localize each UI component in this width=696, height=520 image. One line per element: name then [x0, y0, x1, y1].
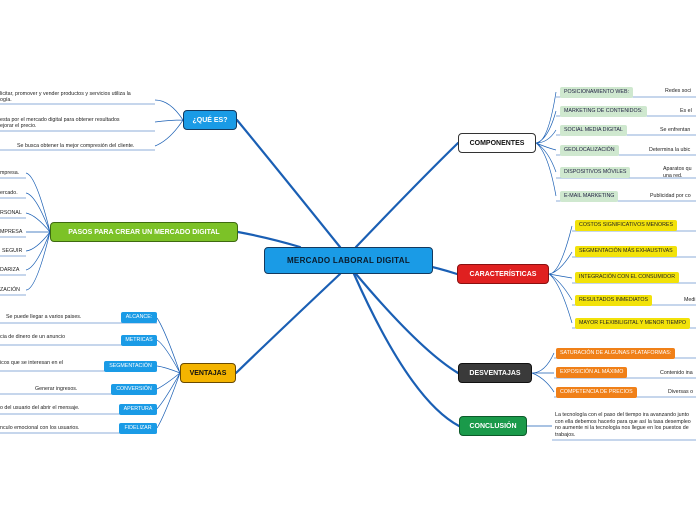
- subtopic-dispositivos-moviles[interactable]: DISPOSITIVOS MÓVILES: [560, 167, 631, 178]
- que-es-text-2: esta por el mercado digital para obtener…: [0, 117, 120, 123]
- topic-ventajas[interactable]: VENTAJAS: [180, 363, 236, 383]
- subtopic-geolocalizacion[interactable]: GEOLOCALIZACIÓN: [560, 145, 619, 156]
- pasos-item-6: DARIZA: [0, 267, 20, 273]
- pasos-item-1: mpresa.: [0, 170, 20, 176]
- subtopic-exposicion[interactable]: EXPOSICIÓN AL MÁXIMO: [556, 367, 628, 378]
- subtopic-email-desc: Publicidad por co: [650, 193, 691, 199]
- subtopic-conversion[interactable]: CONVERSIÓN: [111, 384, 157, 395]
- pasos-item-4: MPRESA: [0, 229, 23, 235]
- que-es-text-1: licitar, promover y vender productos y s…: [0, 91, 131, 97]
- subtopic-marketing-contenidos[interactable]: MARKETING DE CONTENIDOS:: [560, 106, 647, 117]
- subtopic-segmentacion-desc: icos que se interesan en el: [0, 360, 64, 366]
- que-es-text-1b: ogía.: [0, 97, 12, 103]
- subtopic-saturacion[interactable]: SATURACIÓN DE ALGUNAS PLATAFORMAS:: [556, 348, 676, 359]
- subtopic-posicionamiento-web[interactable]: POSICIONAMIENTO WEB:: [560, 87, 633, 98]
- subtopic-metricas[interactable]: METRICAS: [121, 335, 157, 346]
- subtopic-posicionamiento-desc: Redes soci: [665, 88, 692, 94]
- topic-pasos[interactable]: PASOS PARA CREAR UN MERCADO DIGITAL: [50, 222, 238, 242]
- connector-pasos: [236, 230, 302, 249]
- subtopic-exposicion-desc: Contenido ina: [660, 370, 693, 376]
- branch-desventajas: [531, 352, 555, 393]
- subtopic-integracion[interactable]: INTEGRACIÓN CON EL CONSUMIDOR: [575, 272, 680, 283]
- subtopic-competencia[interactable]: COMPETENCIA DE PRECIOS: [556, 387, 637, 398]
- topic-componentes[interactable]: COMPONENTES: [458, 133, 536, 153]
- branch-ventajas: [156, 317, 181, 429]
- subtopic-fidelizar[interactable]: FIDELIZAR: [119, 423, 157, 434]
- central-topic[interactable]: MERCADO LABORAL DIGITAL: [264, 247, 433, 274]
- topic-que-es[interactable]: ¿QUÉ ES?: [183, 110, 237, 130]
- topic-caracteristicas[interactable]: CARACTERÍSTICAS: [457, 264, 549, 284]
- subtopic-social-media-desc: Se enfrentan: [660, 127, 691, 133]
- subtopic-geolocalizacion-desc: Determina la ubic: [649, 147, 691, 153]
- subtopic-dispositivos-desc: Aparatos qu: [663, 166, 692, 172]
- pasos-item-2: ercado.: [0, 190, 18, 196]
- topic-desventajas[interactable]: DESVENTAJAS: [458, 363, 532, 383]
- subtopic-conversion-desc: Generar ingresos.: [35, 386, 78, 392]
- subtopic-resultados[interactable]: RESULTADOS INMEDIATOS: [575, 295, 653, 306]
- subtopic-costos[interactable]: COSTOS SIGNIFICATIVOS MENORES: [575, 220, 677, 231]
- subtopic-email-marketing[interactable]: E-MAIL MARKETING: [560, 191, 619, 202]
- conclusion-text: La tecnología con el paso del tiempo ira…: [555, 412, 691, 438]
- branch-componentes: [535, 91, 557, 197]
- branch-que-es: [154, 99, 184, 147]
- subtopic-social-media[interactable]: SOCIAL MEDIA DIGITAL: [560, 125, 627, 136]
- connector-componentes: [354, 141, 460, 249]
- subtopic-flexibilidad[interactable]: MAYOR FLEXIBILIGITAL Y MENOR TIEMPO: [575, 318, 691, 329]
- que-es-text-3: Se busca obtener la mejor compresión del…: [17, 143, 135, 149]
- branch-pasos: [25, 172, 51, 291]
- subtopic-fidelizar-desc: nculo emocional con los usuarios.: [0, 425, 80, 431]
- subtopic-apertura[interactable]: APERTURA: [119, 404, 157, 415]
- connector-ventajas: [234, 272, 342, 375]
- connector-desventajas: [354, 272, 460, 375]
- underline-que-es: [0, 103, 155, 151]
- subtopic-metricas-desc: cia de dinero de un anuncio: [0, 334, 66, 340]
- branch-caracteristicas: [548, 225, 573, 324]
- connector-que-es: [235, 118, 342, 249]
- subtopic-marketing-desc: Es el: [680, 108, 692, 114]
- subtopic-apertura-desc: o del usuario del abrir el mensaje.: [0, 405, 80, 411]
- underline-pasos: [0, 177, 26, 296]
- subtopic-alcance[interactable]: ALCANCE:: [121, 312, 157, 323]
- subtopic-segmentacion[interactable]: SEGMENTACIÓN MÁS EXHAUSTIVAS: [575, 246, 677, 257]
- underline-ventajas: [0, 322, 157, 434]
- underline-caracteristicas: [572, 230, 696, 329]
- pasos-item-3: RSONAL: [0, 210, 22, 216]
- subtopic-competencia-desc: Diversas o: [668, 389, 694, 395]
- topic-conclusion[interactable]: CONCLUSIÓN: [459, 416, 527, 436]
- connector-conclusion: [352, 272, 461, 428]
- subtopic-resultados-desc: Medi: [684, 297, 696, 303]
- subtopic-dispositivos-desc-2: una red.: [663, 173, 683, 179]
- subtopic-alcance-desc: Se puede llegar a varios paises.: [6, 314, 82, 320]
- pasos-item-7: ZACIÓN: [0, 287, 21, 293]
- pasos-item-5: SEGUIR: [2, 248, 23, 254]
- que-es-text-2b: ejorar el precio.: [0, 123, 37, 129]
- subtopic-segmentacion-ventaja[interactable]: SEGMENTACIÓN: [104, 361, 157, 372]
